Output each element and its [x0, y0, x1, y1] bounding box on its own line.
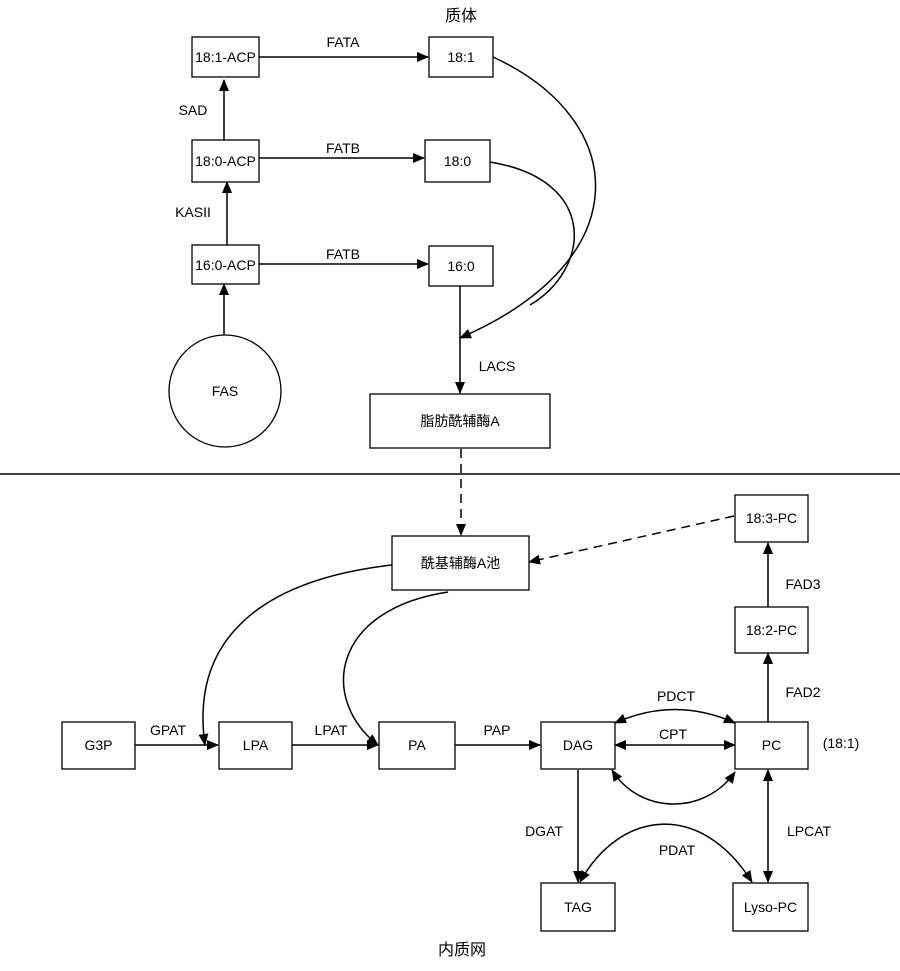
node-18-2-pc: 18:2-PC: [734, 606, 809, 654]
edge-pdat-dag-pc: [611, 769, 736, 805]
node-label: TAG: [564, 899, 592, 915]
region-label-er: 内质网: [438, 940, 486, 959]
node-fas: FAS: [168, 334, 282, 448]
edge-pdct: [614, 708, 736, 724]
node-label: DAG: [563, 737, 593, 753]
node-18-3-pc: 18:3-PC: [734, 494, 809, 543]
node-label: 16:0-ACP: [195, 257, 256, 273]
node-pc: PC: [734, 721, 809, 770]
enzyme-label-dgat: DGAT: [525, 823, 563, 839]
enzyme-label-gpat: GPAT: [150, 722, 186, 738]
enzyme-label-fatb: FATB: [326, 246, 360, 262]
enzyme-label-fad2: FAD2: [785, 684, 820, 700]
node-18-0: 18:0: [424, 139, 491, 183]
enzyme-label-pdat: PDAT: [659, 842, 696, 858]
edge-pool-to-lpa: [198, 564, 393, 746]
node-label: 18:1: [447, 49, 474, 65]
node-label: Lyso-PC: [744, 899, 797, 915]
node-18-1: 18:1: [428, 36, 494, 78]
node-16-0: 16:0: [428, 245, 494, 287]
edge-180-to-lacs: [489, 161, 575, 306]
node-label: 脂肪酰辅酶A: [420, 413, 500, 429]
node-label: 酰基辅酶A池: [421, 555, 500, 571]
pc-annotation: (18:1): [823, 735, 860, 751]
node-18-0-acp: 18:0-ACP: [191, 139, 260, 183]
node-g3p: G3P: [61, 721, 136, 770]
node-label: 18:1-ACP: [195, 49, 256, 65]
node-label: 18:0: [444, 153, 471, 169]
enzyme-label-fad3: FAD3: [785, 576, 820, 592]
node-dag: DAG: [540, 721, 616, 770]
edge-183pc-to-pool-dashed: [528, 515, 735, 565]
node-lpa: LPA: [218, 721, 293, 770]
node-label: LPA: [243, 737, 269, 753]
edge-pdat-tag-lysopc: [579, 823, 753, 883]
enzyme-label-lpat: LPAT: [315, 722, 348, 738]
enzyme-label-pdct: PDCT: [657, 688, 696, 704]
enzyme-label-lacs: LACS: [479, 358, 516, 374]
node-label: FAS: [212, 383, 238, 399]
enzyme-label-sad: SAD: [179, 102, 208, 118]
enzyme-label-fatb: FATB: [326, 140, 360, 156]
node-label: G3P: [84, 737, 112, 753]
node-label: PC: [762, 737, 781, 753]
node-pa: PA: [378, 721, 456, 770]
edge-181-to-lacs: [459, 56, 597, 339]
node-label: 18:3-PC: [746, 510, 797, 526]
edge-pool-to-pa: [342, 591, 449, 746]
node-fatty-acyl-coa: 脂肪酰辅酶A: [369, 393, 551, 449]
node-lyso-pc: Lyso-PC: [732, 882, 809, 932]
enzyme-label-kasii: KASII: [175, 204, 211, 220]
enzyme-label-pap: PAP: [484, 722, 511, 738]
node-acyl-coa-pool: 酰基辅酶A池: [391, 535, 530, 591]
node-label: 18:2-PC: [746, 622, 797, 638]
node-label: PA: [408, 737, 426, 753]
node-label: 18:0-ACP: [195, 153, 256, 169]
node-18-1-acp: 18:1-ACP: [191, 36, 260, 78]
node-label: 16:0: [447, 258, 474, 274]
node-16-0-acp: 16:0-ACP: [191, 244, 260, 285]
region-label-plastid: 质体: [445, 6, 477, 25]
node-tag: TAG: [540, 882, 616, 932]
enzyme-label-cpt: CPT: [659, 726, 687, 742]
enzyme-label-fata: FATA: [327, 34, 361, 50]
enzyme-label-lpcat: LPCAT: [787, 823, 832, 839]
